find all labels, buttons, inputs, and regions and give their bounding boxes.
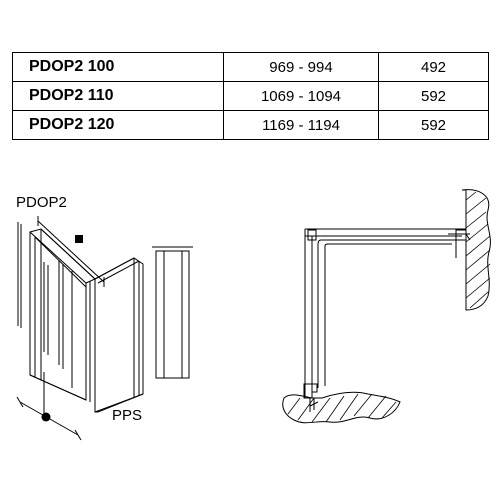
model-cell: PDOP2 120 bbox=[12, 110, 224, 140]
value-cell: 592 bbox=[378, 110, 489, 140]
plan-view bbox=[282, 189, 491, 424]
top-profile bbox=[307, 229, 471, 241]
wall-label: PPS bbox=[112, 407, 142, 424]
range-cell: 1169 - 1194 bbox=[223, 110, 379, 140]
dimension-marker-dot bbox=[41, 412, 51, 422]
table-row: PDOP2 110 1069 - 1094 592 bbox=[12, 81, 489, 111]
side-wall bbox=[94, 257, 144, 413]
dimension-marker-square bbox=[75, 235, 83, 243]
floor-wall bbox=[282, 391, 401, 424]
range-cell: 969 - 994 bbox=[223, 52, 379, 82]
shower-enclosure-isometric bbox=[16, 216, 193, 441]
spec-table: PDOP2 100 969 - 994 492 PDOP2 110 1069 -… bbox=[12, 52, 489, 140]
upper-wall bbox=[461, 189, 491, 311]
profile-strip bbox=[17, 222, 22, 328]
table-row: PDOP2 100 969 - 994 492 bbox=[12, 52, 489, 82]
table-row: PDOP2 120 1169 - 1194 592 bbox=[12, 110, 489, 140]
value-cell: 592 bbox=[378, 81, 489, 111]
top-dimension bbox=[37, 216, 105, 287]
wall-profile bbox=[152, 246, 193, 379]
model-cell: PDOP2 110 bbox=[12, 81, 224, 111]
bottom-profile bbox=[303, 383, 319, 412]
model-cell: PDOP2 100 bbox=[12, 52, 224, 82]
door-label: PDOP2 bbox=[16, 194, 67, 211]
bottom-dimension bbox=[16, 372, 82, 441]
enclosure-outline bbox=[304, 228, 466, 398]
door-frame bbox=[29, 228, 96, 402]
